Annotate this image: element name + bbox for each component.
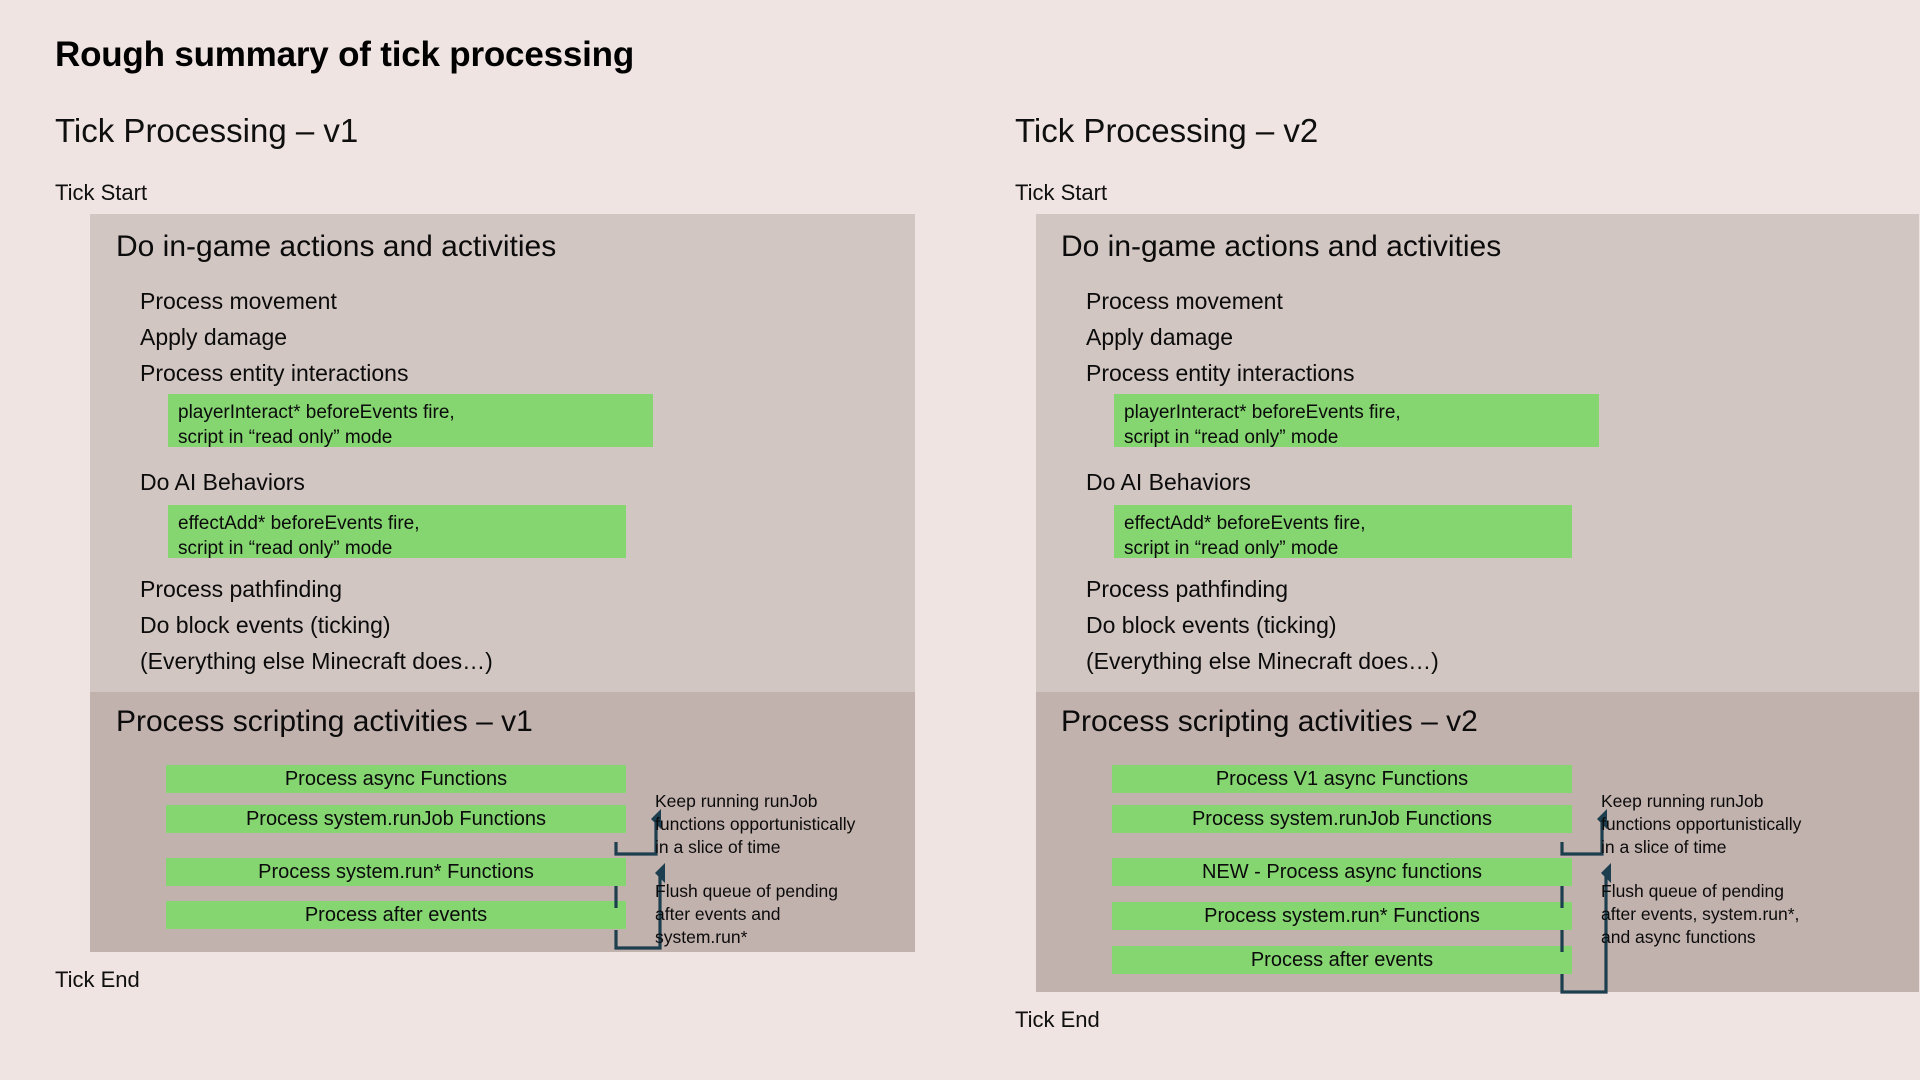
v2-note-effect-add: effectAdd* beforeEvents fire, script in … [1114, 505, 1572, 559]
v2-flush-loop-arrow-icon [1560, 863, 1611, 994]
v2-annotation-runjob-line1: Keep running runJob [1601, 791, 1764, 811]
v1-note-effect-add-line1: effectAdd* beforeEvents fire, [178, 513, 420, 534]
v2-bar-process-after-events: Process after events [1112, 946, 1572, 974]
v1-scripting-title: Process scripting activities – v1 [116, 705, 533, 738]
v2-step-process-movement: Process movement [1086, 288, 1283, 314]
v1-heading: Tick Processing – v1 [55, 112, 359, 149]
v1-runjob-loop-arrow-icon [614, 809, 661, 856]
v2-runjob-loop-arrow-icon [1560, 809, 1607, 856]
v2-step-do-ai-behaviors: Do AI Behaviors [1086, 469, 1251, 495]
v2-annotation-flush-line2: after events, system.run*, [1601, 904, 1800, 924]
v2-bar-process-run-star-functions: Process system.run* Functions [1112, 902, 1572, 930]
v1-bar-process-runjob-functions: Process system.runJob Functions [166, 805, 626, 833]
v1-step-do-block-events: Do block events (ticking) [140, 612, 391, 638]
v1-annotation-runjob-line3: in a slice of time [655, 837, 781, 857]
v1-note-player-interact: playerInteract* beforeEvents fire, scrip… [168, 394, 653, 448]
v2-note-player-interact: playerInteract* beforeEvents fire, scrip… [1114, 394, 1599, 448]
v1-note-player-interact-line2: script in “read only” mode [178, 427, 393, 448]
v2-annotation-runjob-line2: functions opportunistically [1601, 814, 1802, 834]
v1-step-apply-damage: Apply damage [140, 324, 288, 350]
v1-step-process-entity-interactions: Process entity interactions [140, 360, 409, 386]
v2-ingame-steps-bottom: Process pathfinding Do block events (tic… [1086, 571, 1439, 679]
v2-ingame-steps-mid: Do AI Behaviors [1086, 464, 1251, 500]
v2-tick-end-label: Tick End [1015, 1007, 1100, 1032]
v1-tick-start-label: Tick Start [55, 180, 148, 205]
v1-step-process-movement: Process movement [140, 288, 337, 314]
v2-step-do-block-events: Do block events (ticking) [1086, 612, 1337, 638]
v2-annotation-flush-line3: and async functions [1601, 927, 1756, 947]
v1-ingame-panel [90, 214, 915, 692]
v2-tick-start-label: Tick Start [1015, 180, 1108, 205]
v1-annotation-flush-line3: system.run* [655, 927, 748, 947]
v2-heading: Tick Processing – v2 [1015, 112, 1319, 149]
v1-note-effect-add-line2: script in “read only” mode [178, 538, 393, 559]
v2-ingame-panel [1036, 214, 1919, 692]
v1-note-player-interact-line1: playerInteract* beforeEvents fire, [178, 402, 455, 423]
v2-note-player-interact-line1: playerInteract* beforeEvents fire, [1124, 402, 1401, 423]
v2-bar-process-v1-async-functions: Process V1 async Functions [1112, 765, 1572, 793]
v1-bar-process-async-functions: Process async Functions [166, 765, 626, 793]
v2-annotation-flush-line1: Flush queue of pending [1601, 881, 1784, 901]
v2-ingame-steps-top: Process movement Apply damage Process en… [1086, 283, 1354, 391]
v2-step-apply-damage: Apply damage [1086, 324, 1234, 350]
v2-bar-process-runjob-functions: Process system.runJob Functions [1112, 805, 1572, 833]
v1-annotation-flush-line1: Flush queue of pending [655, 881, 838, 901]
v1-annotation-runjob-line2: functions opportunistically [655, 814, 856, 834]
v2-ingame-title: Do in-game actions and activities [1061, 230, 1502, 263]
v1-step-process-pathfinding: Process pathfinding [140, 576, 343, 602]
v1-ingame-steps-bottom: Process pathfinding Do block events (tic… [140, 571, 493, 679]
v2-note-player-interact-line2: script in “read only” mode [1124, 427, 1339, 448]
v2-note-effect-add-line2: script in “read only” mode [1124, 538, 1339, 559]
v1-step-do-ai-behaviors: Do AI Behaviors [140, 469, 305, 495]
v1-annotation-flush-line2: after events and [655, 904, 781, 924]
v1-tick-end-label: Tick End [55, 967, 140, 992]
v1-annotation-flush: Flush queue of pending after events and … [655, 880, 838, 949]
v1-bar-process-after-events: Process after events [166, 901, 626, 929]
v1-flush-loop-arrow-icon [614, 863, 665, 950]
page-title: Rough summary of tick processing [55, 35, 634, 74]
v2-scripting-panel [1036, 692, 1919, 992]
v1-note-effect-add: effectAdd* beforeEvents fire, script in … [168, 505, 626, 559]
v2-annotation-flush: Flush queue of pending after events, sys… [1601, 880, 1799, 949]
v1-bar-process-run-star-functions: Process system.run* Functions [166, 858, 626, 886]
v2-step-everything-else: (Everything else Minecraft does…) [1086, 648, 1439, 674]
v1-annotation-runjob-line1: Keep running runJob [655, 791, 818, 811]
v1-ingame-steps-mid: Do AI Behaviors [140, 464, 305, 500]
v2-note-effect-add-line1: effectAdd* beforeEvents fire, [1124, 513, 1366, 534]
v1-step-everything-else: (Everything else Minecraft does…) [140, 648, 493, 674]
v1-annotation-runjob: Keep running runJob functions opportunis… [655, 790, 855, 859]
v2-annotation-runjob-line3: in a slice of time [1601, 837, 1727, 857]
v2-step-process-entity-interactions: Process entity interactions [1086, 360, 1355, 386]
v2-bar-new-process-async-functions: NEW - Process async functions [1112, 858, 1572, 886]
v2-scripting-title: Process scripting activities – v2 [1061, 705, 1478, 738]
v2-step-process-pathfinding: Process pathfinding [1086, 576, 1289, 602]
v1-ingame-title: Do in-game actions and activities [116, 230, 557, 263]
v1-ingame-steps-top: Process movement Apply damage Process en… [140, 283, 408, 391]
v2-annotation-runjob: Keep running runJob functions opportunis… [1601, 790, 1801, 859]
